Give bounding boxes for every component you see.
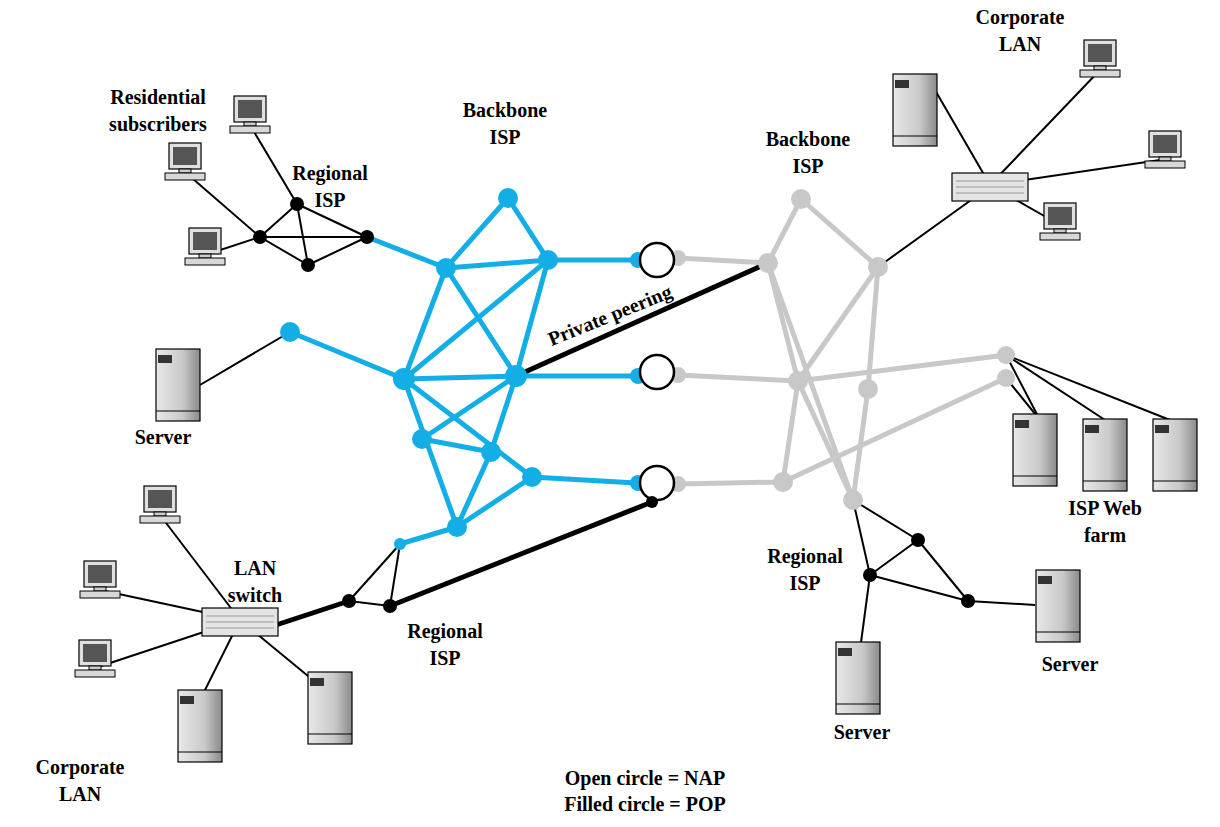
diagram-label: Corporate LAN <box>960 4 1080 58</box>
diagram-label: Regional ISP <box>280 160 380 214</box>
diagram-label: LAN switch <box>205 555 305 609</box>
diagram-label: Backbone ISP <box>455 97 555 151</box>
diagram-label: Server <box>113 424 213 451</box>
diagram-label: Server <box>812 719 912 746</box>
diagram-label: Private peering <box>531 273 689 358</box>
diagram-label: Server <box>1020 651 1120 678</box>
diagram-label: Regional ISP <box>395 618 495 672</box>
diagram-label: Regional ISP <box>755 543 855 597</box>
diagram-label: Backbone ISP <box>758 126 858 180</box>
diagram-label: Residential subscribers <box>88 84 228 138</box>
diagram-label: Corporate LAN <box>20 754 140 808</box>
diagram-label: Filled circle = POP <box>525 791 765 818</box>
diagram-label: ISP Web farm <box>1050 495 1160 549</box>
diagram-label: Open circle = NAP <box>525 765 765 792</box>
